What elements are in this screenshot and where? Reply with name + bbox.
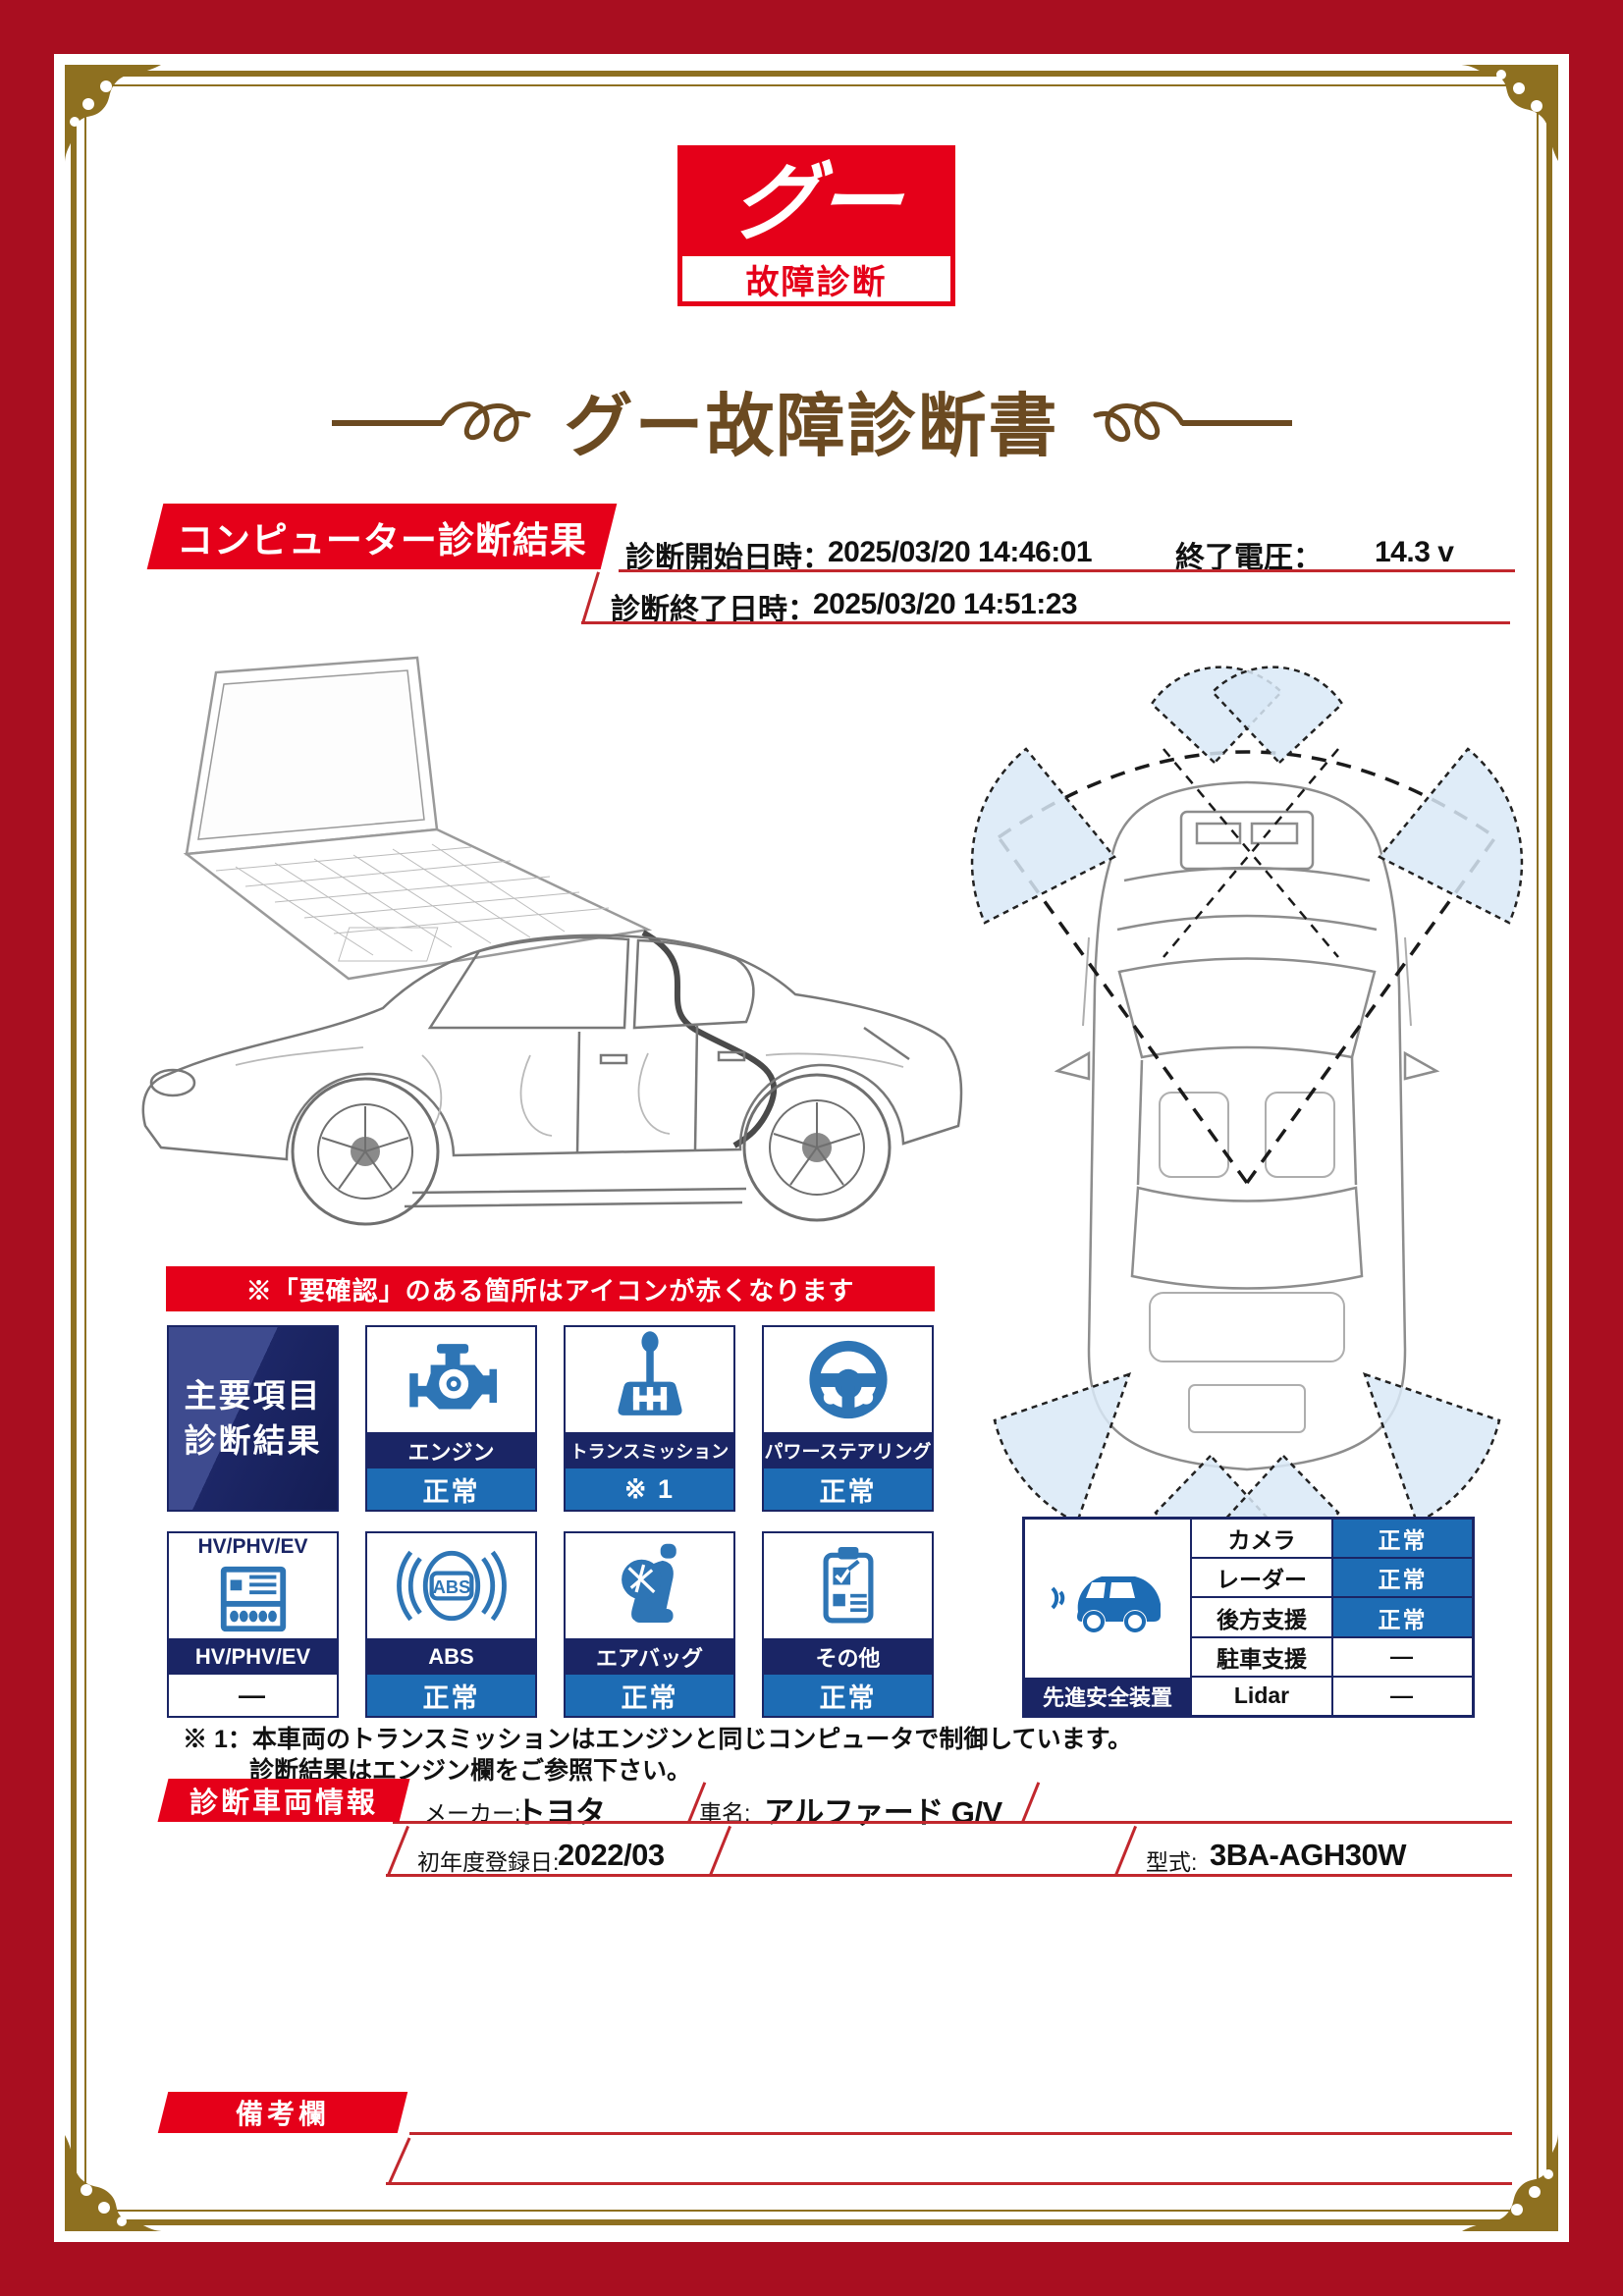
notice-text: ※「要確認」のある箇所はアイコンが赤くなります (245, 1275, 855, 1306)
divider-slash (581, 571, 600, 624)
footnote-line1: ※ 1：本車両のトランスミッションはエンジンと同じコンピュータで制御しています。 (183, 1726, 1133, 1753)
transmission-icon (617, 1331, 682, 1415)
steering-wheel-icon (808, 1340, 888, 1419)
divider-slash (388, 2137, 411, 2185)
status-badge: — (1333, 1637, 1472, 1676)
goo-logo-text: グー (727, 156, 906, 250)
goo-logo-mark: グー (682, 150, 950, 256)
diag-start-label: 診断開始日時： (625, 542, 832, 574)
card-transmission: トランスミッション ※ 1 (564, 1325, 735, 1512)
card-engine: エンジン 正常 (365, 1325, 537, 1512)
status-badge: 正常 (367, 1675, 535, 1716)
adas-car-icon (1051, 1575, 1161, 1632)
remarks-line (386, 2182, 1512, 2185)
top-view-sensor-illustration (970, 666, 1524, 1526)
gold-corner-ornament-icon (1462, 2133, 1558, 2231)
divider-slash (1114, 1825, 1138, 1877)
main-diagnosis-grid: 主要項目 診断結果 エンジン 正常 (167, 1325, 934, 1718)
gold-corner-ornament-icon (65, 65, 161, 163)
card-hv-phv-ev: HV/PHV/EV HV/PHV/EV — (167, 1531, 339, 1718)
first-registration-label: 初年度登録日: (417, 1849, 560, 1875)
model-code-label: 型式: (1146, 1849, 1198, 1875)
maker-value: トヨタ (515, 1795, 606, 1830)
adas-row-lidar: Lidar — (1192, 1677, 1472, 1716)
remarks-banner: 備考欄 (157, 2092, 408, 2133)
notice-bar: ※「要確認」のある箇所はアイコンが赤くなります (166, 1266, 935, 1311)
adas-table: 先進安全装置 カメラ 正常 レーダー 正常 後方支援 正常 駐車支援 — Lid… (1022, 1517, 1475, 1718)
divider-line (393, 1821, 1512, 1824)
engine-icon (408, 1344, 497, 1410)
card-other: その他 正常 (762, 1531, 934, 1718)
gold-corner-ornament-icon (1460, 65, 1558, 161)
card-airbag: エアバッグ 正常 (564, 1531, 735, 1718)
title-flourish-right-icon (1093, 400, 1292, 442)
diag-end-label: 診断終了日時： (611, 594, 817, 626)
gold-corner-ornament-icon (65, 2135, 163, 2231)
computer-diagnosis-banner: コンピューター診断結果 (146, 504, 618, 569)
adas-row-rear-support: 後方支援 正常 (1192, 1598, 1472, 1638)
car-name-value: アルファード G/V (764, 1795, 1002, 1830)
abs-icon: ABS (396, 1550, 507, 1622)
adas-row-camera: カメラ 正常 (1192, 1520, 1472, 1560)
status-badge: 正常 (764, 1468, 932, 1510)
adas-row-parking-support: 駐車支援 — (1192, 1637, 1472, 1678)
model-code-value: 3BA-AGH30W (1210, 1838, 1406, 1872)
status-badge: 正常 (1333, 1559, 1472, 1597)
adas-label: 先進安全装置 (1042, 1685, 1172, 1710)
divider-slash (1021, 1782, 1041, 1824)
hv-battery-icon (220, 1566, 286, 1631)
status-badge: — (1333, 1677, 1472, 1716)
diag-start-value: 2025/03/20 14:46:01 (828, 536, 1093, 568)
svg-text:ABS: ABS (432, 1577, 469, 1597)
status-badge: 正常 (764, 1675, 932, 1716)
report-title-row: グー故障診断書 (0, 371, 1623, 470)
main-grid-header: 主要項目 診断結果 (167, 1325, 339, 1512)
status-badge: ※ 1 (566, 1468, 733, 1510)
divider-line (619, 569, 1515, 572)
vehicle-info-banner: 診断車両情報 (157, 1779, 410, 1822)
goo-logo: グー 故障診断 (677, 145, 955, 306)
status-badge: — (169, 1675, 337, 1716)
clipboard-icon (823, 1546, 873, 1624)
page-title: グー故障診断書 (564, 388, 1059, 464)
first-registration-value: 2022/03 (558, 1838, 665, 1872)
status-badge: 正常 (1333, 1598, 1472, 1636)
remarks-line (409, 2132, 1512, 2135)
title-flourish-left-icon (331, 400, 530, 442)
status-badge: 正常 (1333, 1520, 1472, 1558)
status-badge: 正常 (566, 1675, 733, 1716)
diag-end-value: 2025/03/20 14:51:23 (813, 588, 1078, 620)
voltage-value: 14.3 v (1375, 536, 1454, 568)
divider-slash (709, 1825, 732, 1877)
goo-logo-subtext: 故障診断 (745, 263, 888, 301)
airbag-icon (621, 1543, 676, 1623)
divider-line (581, 621, 1510, 624)
card-abs: ABS ABS 正常 (365, 1531, 537, 1718)
voltage-label: 終了電圧： (1175, 542, 1323, 574)
laptop-car-illustration (141, 656, 963, 1226)
hv-card-title: HV/PHV/EV (197, 1534, 308, 1558)
divider-slash (387, 1825, 410, 1877)
divider-line (386, 1874, 1512, 1877)
status-badge: 正常 (367, 1468, 535, 1510)
adas-row-radar: レーダー 正常 (1192, 1559, 1472, 1599)
card-power-steering: パワーステアリング 正常 (762, 1325, 934, 1512)
